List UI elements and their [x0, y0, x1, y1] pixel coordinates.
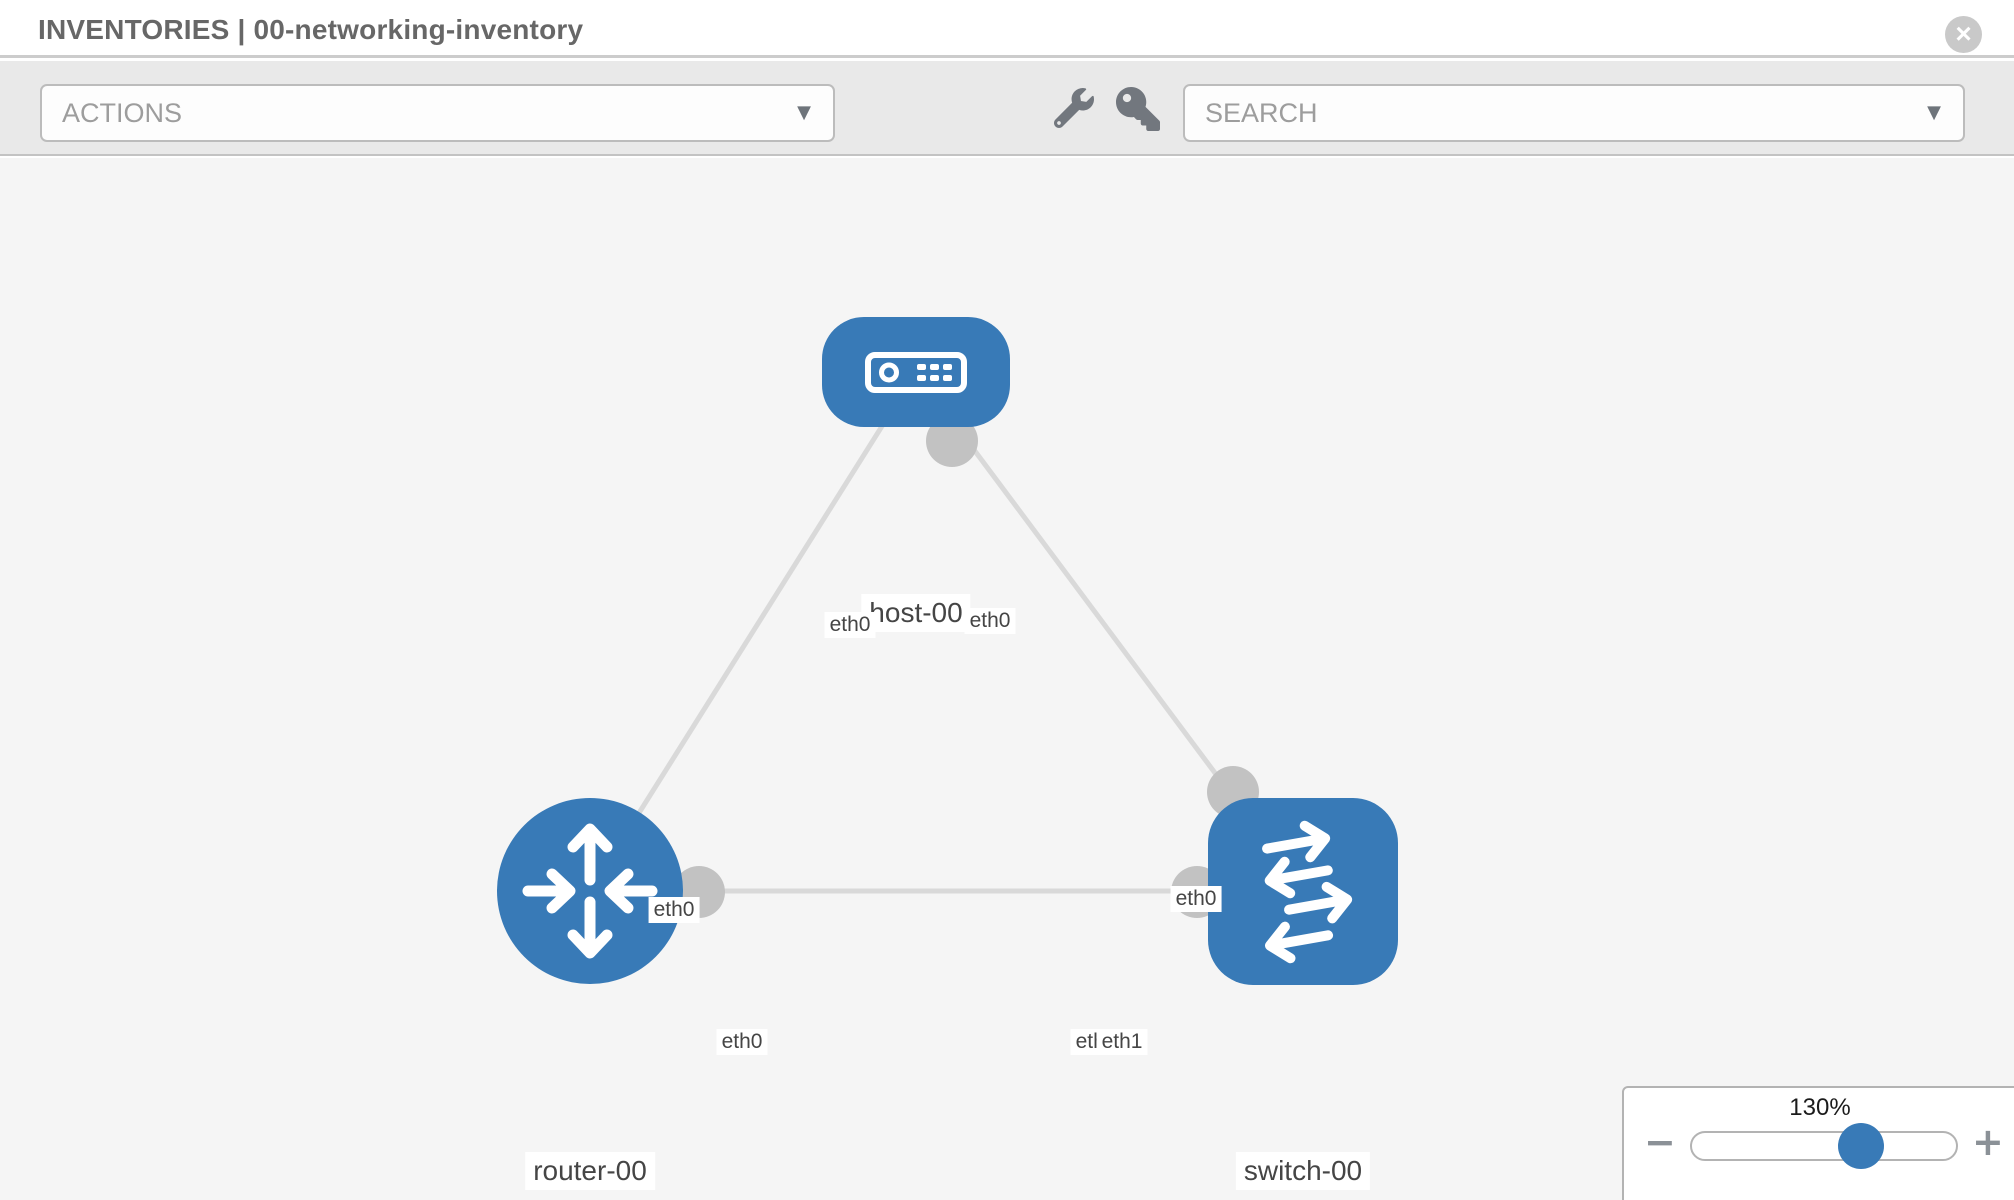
iface-label-switch-eth1: eth1: [1096, 1029, 1148, 1055]
actions-dropdown-label: ACTIONS: [62, 98, 183, 128]
iface-label-switch-eth0-upper: eth0: [1170, 886, 1222, 912]
link-host-router[interactable]: [587, 370, 919, 893]
chevron-down-icon: ▼: [1927, 102, 1941, 123]
window-header: INVENTORIES | 00-networking-inventory ×: [0, 0, 2014, 58]
search-dropdown-label: SEARCH: [1205, 98, 1318, 128]
iface-label-router-eth0-upper: eth0: [648, 897, 700, 923]
zoom-slider-track[interactable]: [1690, 1123, 1958, 1169]
zoom-in-button[interactable]: +: [1972, 1120, 2004, 1164]
node-label-switch: switch-00: [1235, 1152, 1371, 1190]
actions-dropdown[interactable]: ACTIONS ▼: [40, 84, 835, 142]
router-icon: [522, 823, 658, 959]
zoom-slider-thumb[interactable]: [1838, 1123, 1884, 1169]
topology-canvas[interactable]: host-00 router-00 switch-00 eth0 eth0 et…: [0, 158, 2014, 1200]
close-icon[interactable]: ×: [1945, 16, 1982, 53]
iface-label-host-eth0-left: eth0: [824, 612, 876, 638]
node-label-host: host-00: [861, 594, 971, 632]
node-host[interactable]: [822, 317, 1010, 427]
page-title: INVENTORIES | 00-networking-inventory: [38, 14, 584, 45]
interface-dots: [673, 415, 1259, 918]
toolbar: ACTIONS ▼ SEARCH ▼: [0, 61, 2014, 156]
zoom-out-button[interactable]: −: [1644, 1120, 1676, 1164]
switch-icon: [1262, 820, 1353, 964]
key-icon[interactable]: [1116, 85, 1160, 137]
zoom-control-panel: 130% − +: [1622, 1086, 2014, 1200]
chevron-down-icon: ▼: [797, 102, 811, 123]
node-switch[interactable]: [1208, 798, 1398, 985]
iface-label-router-eth0-link: eth0: [716, 1029, 768, 1055]
interface-dot-host-eth0[interactable]: [926, 415, 978, 467]
host-icon: [865, 352, 967, 393]
node-label-router: router-00: [525, 1152, 655, 1190]
zoom-level-value: 130%: [1789, 1094, 1851, 1121]
node-router[interactable]: [497, 798, 683, 984]
wrench-icon[interactable]: [1052, 85, 1096, 137]
iface-label-host-eth0-right: eth0: [964, 608, 1016, 634]
search-dropdown[interactable]: SEARCH ▼: [1183, 84, 1965, 142]
